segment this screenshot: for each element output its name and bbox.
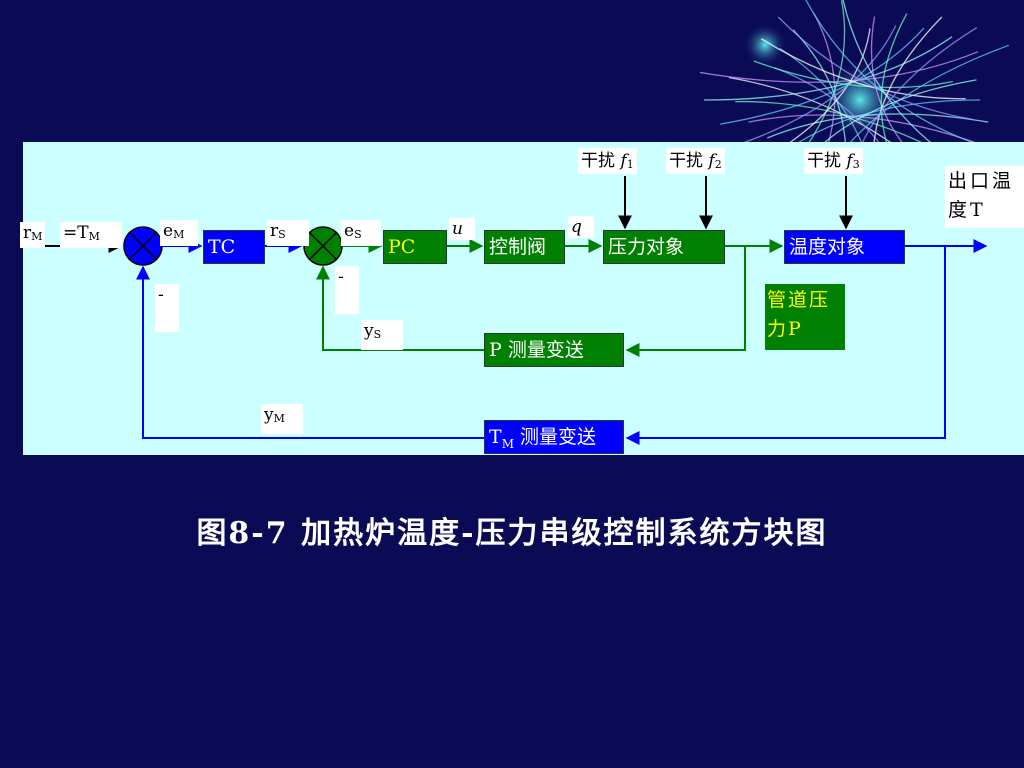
label-q: q [568,216,594,238]
label-ys: yS [361,320,403,350]
outlet-temperature-note: 出口温度T [945,166,1024,228]
label-es: eS [341,220,381,246]
temperature-object-block: 温度对象 [784,230,905,264]
pressure-object-block: 压力对象 [603,230,725,264]
label-minus-outer: - [155,284,179,332]
swirl-line [720,27,925,125]
decorative-swirl [700,0,1010,150]
swirl-line [728,76,903,150]
swirl-line [779,47,866,150]
outer-feedback-return [136,265,484,439]
label-disturbance-f2: 干扰 f2 [666,148,725,174]
tc-block: TC [203,230,265,264]
summing-junction-outer [123,226,163,266]
label-em: eM [160,220,198,246]
label-rs: rS [267,220,309,246]
summing-junction-inner [303,226,343,266]
swirl-line [813,12,836,150]
swirl-line [742,25,897,144]
pipe-pressure-note: 管道压力P [765,284,845,350]
label-disturbance-f3: 干扰 f3 [804,148,863,174]
label-u: u [449,218,475,240]
label-tm: =TM [60,222,122,248]
diagram-panel: TC PC 控制阀 压力对象 温度对象 P 测量变送 TM 测量变送 rM =T… [20,142,1024,455]
figure-caption: 图8-7 加热炉温度-压力串级控制系统方块图 [196,516,828,551]
label-disturbance-f1: 干扰 f1 [578,148,637,174]
swirl-line [872,16,943,150]
swirl-line [805,0,972,143]
tm-measurement-block: TM 测量变送 [484,420,624,454]
outer-feedback-line [625,246,946,445]
swirl-line [774,66,886,150]
control-valve-block: 控制阀 [484,230,565,264]
pc-block: PC [383,230,447,264]
label-ym: yM [261,404,303,434]
inner-feedback-line [625,246,746,357]
p-measurement-block: P 测量变送 [484,333,624,367]
swirl-line [842,44,1010,150]
swirl-line [880,13,908,150]
swirl-line [760,38,966,100]
label-rm: rM [20,222,46,248]
inner-feedback-return [316,265,484,351]
swirl-line [803,0,846,150]
swirl-line [792,29,847,150]
swirl-line [777,16,973,120]
swirl-line [767,113,989,139]
swirl-line [753,60,953,89]
label-minus-inner: - [335,266,359,314]
